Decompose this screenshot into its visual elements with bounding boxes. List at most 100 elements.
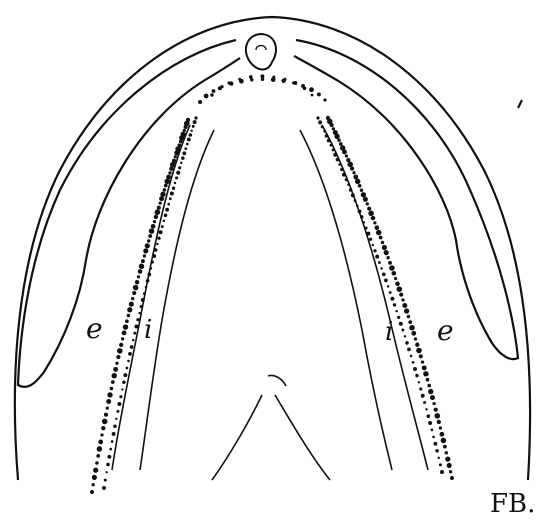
right-tooth-dot bbox=[380, 267, 383, 270]
right-tooth-dot bbox=[440, 432, 445, 437]
left-tooth-dot bbox=[143, 292, 146, 295]
left-tooth-dot bbox=[140, 305, 143, 308]
right-tooth-dot bbox=[333, 153, 337, 157]
left-tooth-dot bbox=[163, 188, 167, 192]
right-tooth-dot bbox=[325, 134, 329, 138]
left-tooth-dot bbox=[113, 367, 118, 372]
right-tooth-dot bbox=[372, 244, 374, 246]
right-tooth-dot bbox=[401, 298, 404, 301]
left-tooth-dot bbox=[111, 380, 115, 384]
right-tooth-dot bbox=[445, 451, 448, 454]
right-tooth-dot bbox=[419, 354, 423, 358]
right-tooth-dot bbox=[431, 429, 434, 432]
tongue-tip-line bbox=[268, 375, 286, 386]
left-tooth-dot bbox=[179, 140, 183, 144]
right-tooth-dot bbox=[327, 139, 331, 143]
central-bulb bbox=[246, 34, 276, 70]
left-tooth-dot bbox=[174, 155, 177, 158]
right-tooth-dot bbox=[354, 199, 357, 202]
left-tooth-dot bbox=[107, 392, 112, 397]
left-tooth-dot bbox=[132, 339, 134, 341]
left-tooth-dot bbox=[145, 243, 150, 248]
right-tooth-dot bbox=[330, 123, 334, 127]
right-tooth-dot bbox=[409, 325, 414, 330]
right-tooth-dot bbox=[437, 420, 441, 424]
left-tooth-dot bbox=[95, 461, 98, 464]
right-tooth-dot bbox=[342, 173, 346, 177]
tooth-dot-rows bbox=[90, 74, 454, 494]
left-tooth-dot bbox=[175, 176, 178, 179]
left-tooth-dot bbox=[104, 413, 108, 417]
left-tooth-dot bbox=[109, 448, 112, 451]
left-tooth-dot bbox=[133, 285, 139, 291]
left-tooth-dot bbox=[123, 373, 127, 377]
right-tooth-dot bbox=[439, 426, 442, 429]
arch-tooth-dot bbox=[249, 75, 253, 79]
right-tooth-dot bbox=[363, 197, 368, 202]
left-tooth-dot bbox=[101, 426, 105, 430]
left-tooth-dot bbox=[169, 197, 172, 200]
right-tooth-dot bbox=[397, 286, 403, 292]
right-tooth-dot bbox=[374, 225, 379, 230]
right-tooth-dot bbox=[369, 238, 372, 241]
left-tooth-dot bbox=[117, 402, 121, 406]
right-tooth-dot bbox=[427, 384, 431, 388]
right-tooth-dot bbox=[347, 184, 349, 186]
right-tooth-dot bbox=[373, 221, 376, 224]
right-tooth-dot bbox=[389, 291, 392, 294]
right-tooth-dot bbox=[365, 227, 368, 230]
right-tooth-dot bbox=[350, 166, 354, 170]
right-tooth-dot bbox=[423, 401, 426, 404]
right-tooth-dot bbox=[445, 456, 450, 461]
right-tooth-dot bbox=[321, 125, 324, 128]
left-tooth-dot bbox=[169, 167, 173, 171]
left-tooth-dot bbox=[146, 279, 150, 283]
left-tooth-dot bbox=[110, 387, 114, 391]
right-tooth-dot bbox=[426, 378, 430, 382]
arch-tooth-dot bbox=[204, 94, 209, 99]
right-tooth-dot bbox=[425, 408, 427, 410]
right-tooth-dot bbox=[373, 249, 376, 252]
right-tooth-dot bbox=[368, 211, 374, 217]
right-tooth-dot bbox=[407, 315, 411, 319]
left-tooth-dot bbox=[137, 275, 140, 278]
left-tooth-dot bbox=[104, 479, 107, 482]
right-tooth-dot bbox=[338, 163, 340, 165]
left-tooth-dot bbox=[117, 348, 123, 354]
right-tooth-dot bbox=[401, 329, 404, 332]
right-tooth-dot bbox=[358, 184, 362, 188]
arch-tooth-dot bbox=[218, 86, 222, 90]
left-tooth-dot bbox=[156, 243, 158, 245]
stray-mark bbox=[518, 100, 522, 108]
right-tooth-dot bbox=[402, 303, 407, 308]
left-tooth-dot bbox=[125, 319, 129, 323]
right-tooth-dot bbox=[379, 236, 383, 240]
right-tooth-dot bbox=[447, 463, 452, 468]
left-tooth-dot bbox=[159, 201, 162, 204]
arch-tooth-dot bbox=[210, 93, 213, 96]
right-tooth-dot bbox=[418, 381, 420, 383]
right-tooth-dot bbox=[428, 421, 432, 425]
right-tooth-dot bbox=[393, 303, 396, 306]
left-tooth-dot bbox=[151, 261, 154, 264]
left-tooth-dot bbox=[111, 373, 116, 378]
left-tooth-dot bbox=[130, 345, 134, 349]
right-tooth-dot bbox=[347, 162, 353, 168]
left-tooth-dot bbox=[165, 208, 169, 212]
outer-jaw-outline bbox=[15, 17, 530, 480]
left-tooth-dot bbox=[157, 237, 160, 240]
left-tooth-dot bbox=[163, 220, 165, 222]
left-tooth-dot bbox=[189, 133, 193, 137]
right-tooth-dot bbox=[415, 374, 418, 377]
arch-tooth-dot bbox=[212, 89, 216, 93]
arch-tooth-dot bbox=[272, 76, 275, 79]
left-tooth-dot bbox=[170, 162, 176, 168]
arch-tooth-dot bbox=[293, 81, 297, 85]
left-tooth-dot bbox=[190, 129, 192, 131]
left-tooth-dot bbox=[123, 324, 128, 329]
left-tooth-dot bbox=[133, 332, 136, 335]
right-tooth-dot bbox=[386, 256, 389, 259]
left-tooth-dot bbox=[186, 143, 189, 146]
left-tooth-dot bbox=[151, 224, 156, 229]
